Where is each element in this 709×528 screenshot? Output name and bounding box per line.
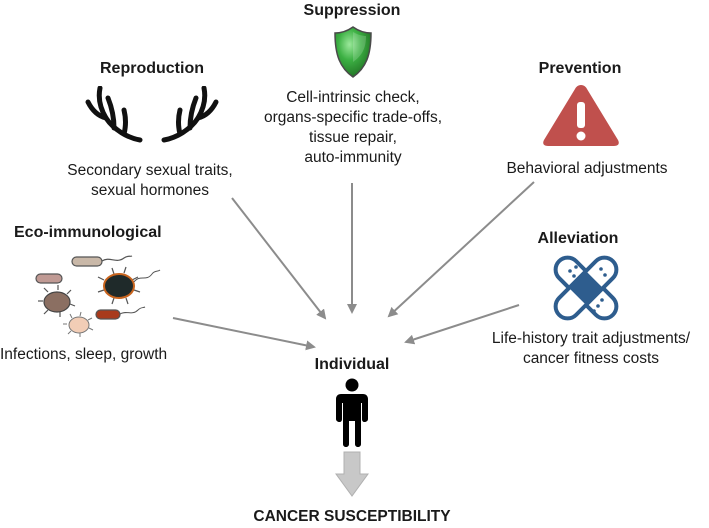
alleviation-line: cancer fitness costs: [522, 350, 660, 367]
reproduction-line: Secondary sexual traits,: [67, 162, 233, 179]
prevention-line: Behavioral adjustments: [506, 160, 668, 177]
bandage-icon: [553, 255, 619, 321]
alleviation-line: Life-history trait adjustments/: [491, 330, 691, 347]
antlers-icon: [85, 86, 219, 143]
shield-icon: [334, 26, 372, 78]
eco-title: Eco-immunological: [14, 224, 162, 241]
alleviation-description: Life-history trait adjustments/ cancer f…: [478, 329, 704, 369]
alleviation-title: Alleviation: [537, 230, 619, 247]
suppression-line: Cell-intrinsic check,: [286, 89, 420, 106]
eco-line: Infections, sleep, growth: [0, 346, 168, 363]
down-arrow: [335, 451, 369, 497]
cancer-susceptibility-label: CANCER SUSCEPTIBILITY: [253, 508, 451, 525]
eco-description: Infections, sleep, growth: [0, 345, 186, 365]
reproduction-line: sexual hormones: [90, 182, 210, 199]
arrow-alleviation: [404, 304, 520, 345]
prevention-title: Prevention: [538, 60, 622, 77]
suppression-line: auto-immunity: [304, 149, 402, 166]
arrow-prevention: [387, 181, 535, 318]
warning-icon: [543, 85, 619, 146]
suppression-line: tissue repair,: [309, 129, 397, 146]
suppression-title: Suppression: [303, 2, 401, 19]
prevention-description: Behavioral adjustments: [497, 159, 677, 179]
reproduction-description: Secondary sexual traits, sexual hormones: [54, 161, 246, 201]
reproduction-title: Reproduction: [100, 60, 204, 77]
arrow-eco: [172, 317, 316, 351]
arrow-reproduction: [231, 197, 327, 320]
suppression-description: Cell-intrinsic check, organs-specific tr…: [262, 88, 444, 168]
pathogens-icon: [35, 255, 161, 337]
person-icon: [336, 378, 368, 447]
suppression-line: organs-specific trade-offs,: [263, 109, 443, 126]
individual-title: Individual: [314, 356, 390, 373]
